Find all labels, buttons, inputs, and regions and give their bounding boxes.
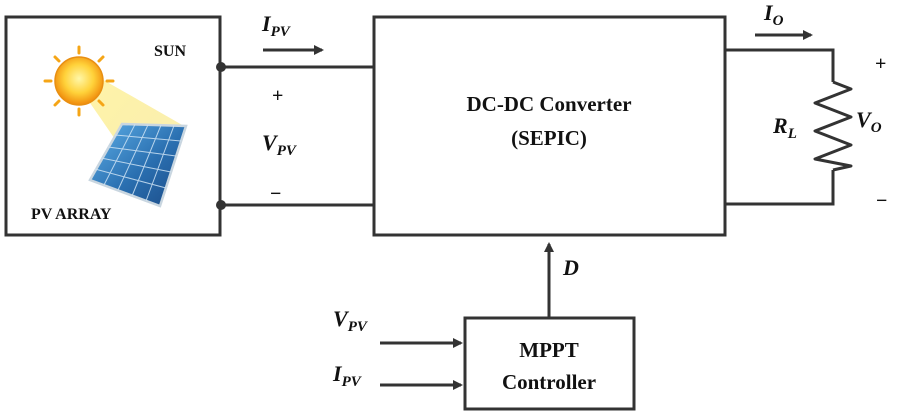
mppt-current-input-label: IPV	[332, 361, 363, 390]
mppt-title: MPPT	[519, 338, 578, 362]
mppt-voltage-input-label: VPV	[333, 306, 369, 335]
converter-title: DC-DC Converter	[466, 92, 631, 116]
solar-panel-icon	[88, 122, 188, 208]
converter-subtitle: (SEPIC)	[511, 126, 587, 150]
mppt-box	[463, 316, 636, 411]
output-circuit	[725, 30, 853, 206]
input-terminal-negative	[216, 200, 226, 210]
pv-array-label: PV ARRAY	[31, 206, 112, 223]
sun-label: SUN	[154, 43, 186, 60]
input-voltage-label: VPV	[262, 130, 298, 159]
output-current-label: IO	[763, 0, 784, 29]
duty-cycle-label: D	[562, 255, 579, 280]
output-plus-sign: +	[875, 53, 886, 75]
sun-icon	[43, 45, 115, 117]
converter-box	[372, 15, 727, 237]
mppt-subtitle: Controller	[502, 370, 596, 394]
input-minus-sign: −	[270, 183, 281, 205]
input-plus-sign: +	[272, 85, 283, 107]
load-resistor	[813, 80, 853, 172]
mppt-controller-block: MPPT Controller	[463, 316, 636, 411]
output-minus-sign: −	[876, 190, 887, 212]
input-terminal-positive	[216, 62, 226, 72]
input-current-label: IPV	[261, 11, 292, 40]
output-voltage-label: VO	[856, 107, 882, 136]
load-resistor-label: RL	[772, 113, 797, 142]
input-wiring	[216, 45, 374, 210]
dc-dc-converter-block: DC-DC Converter (SEPIC)	[372, 15, 727, 237]
pv-array-block: SUN PV ARRAY	[4, 15, 222, 237]
